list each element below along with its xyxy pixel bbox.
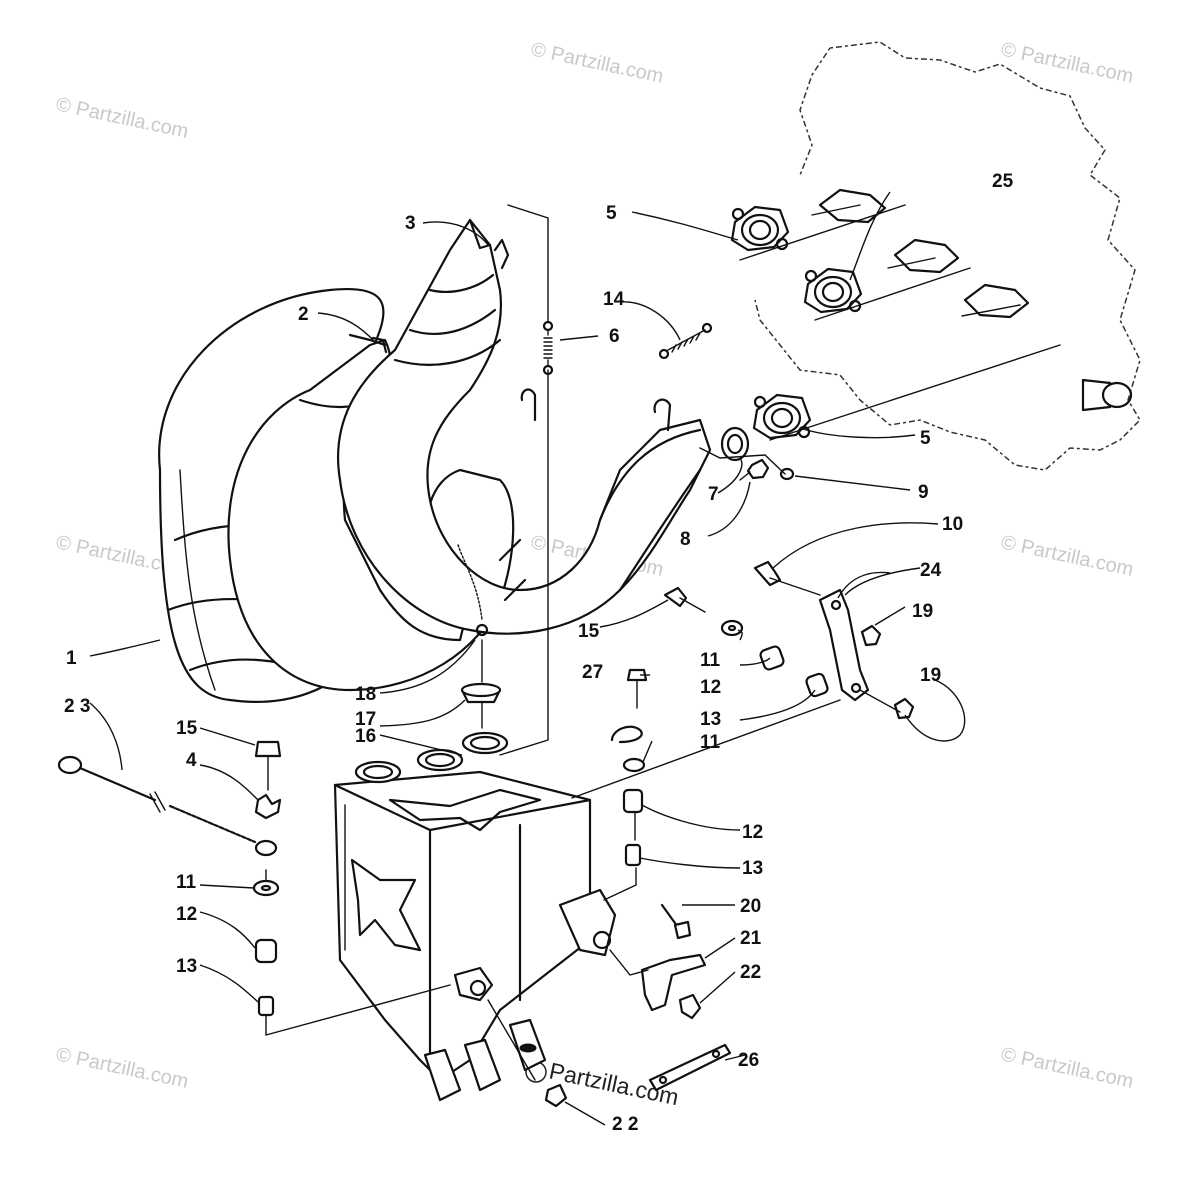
watermark: © Partzilla.com (54, 1043, 190, 1093)
callout-24: 24 (920, 560, 942, 581)
flange-middle (803, 267, 863, 314)
small-parts (460, 682, 732, 1108)
callout-11: 11 (176, 872, 197, 893)
muffler (333, 731, 617, 1102)
callout-26: 26 (738, 1050, 759, 1071)
callout-23: 2 3 (64, 696, 90, 717)
callout-19: 19 (920, 665, 941, 686)
callout-11: 11 (700, 650, 721, 671)
callout-10: 10 (942, 514, 963, 535)
ground-wire (57, 755, 278, 857)
callout-5: 5 (606, 203, 617, 224)
watermark: © Partzilla.com (999, 1043, 1135, 1093)
watermark: © Partzilla.com (999, 38, 1135, 88)
callout-7: 7 (708, 484, 719, 505)
exhaust-flanges (730, 204, 1061, 441)
callout-6: 6 (609, 326, 620, 347)
callout-4: 4 (186, 750, 197, 771)
watermark: © Partzilla.com (999, 531, 1135, 581)
callout-13: 13 (176, 956, 197, 977)
callout-11: 11 (700, 732, 721, 753)
mount-hardware (252, 586, 829, 1017)
exhaust-pipes (158, 218, 712, 703)
spring-6 (542, 320, 554, 376)
callout-14: 14 (603, 289, 625, 310)
callouts: 1 2 3 4 5 5 6 7 8 9 10 11 11 11 12 12 12… (64, 171, 1014, 1135)
callout-17: 17 (355, 709, 376, 730)
spring-14 (658, 322, 713, 360)
flange-lower (752, 393, 812, 440)
callout-3: 3 (405, 213, 416, 234)
callout-15: 15 (578, 621, 600, 642)
flange-hardware (720, 426, 795, 481)
callout-20: 20 (740, 896, 761, 917)
leader-lines (89, 191, 966, 1126)
callout-13: 13 (742, 858, 763, 879)
callout-22: 2 2 (612, 1114, 638, 1135)
callout-15: 15 (176, 718, 198, 739)
callout-9: 9 (918, 482, 929, 503)
watermark: © Partzilla.com (529, 38, 665, 88)
callout-18: 18 (355, 684, 376, 705)
callout-1: 1 (66, 648, 77, 669)
callout-5: 5 (920, 428, 931, 449)
springs (542, 320, 713, 376)
callout-12: 12 (176, 904, 197, 925)
callout-27: 27 (582, 662, 603, 683)
callout-12: 12 (700, 677, 721, 698)
flange-upper (730, 205, 790, 252)
callout-22: 22 (740, 962, 761, 983)
callout-2: 2 (298, 304, 309, 325)
callout-21: 21 (740, 928, 762, 949)
callout-8: 8 (680, 529, 691, 550)
callout-16: 16 (355, 726, 376, 747)
bracket-assembly (753, 560, 915, 720)
watermark: © Partzilla.com (54, 93, 190, 143)
callout-25: 25 (992, 171, 1014, 192)
callout-19: 19 (912, 601, 933, 622)
engine-outline (754, 41, 1141, 471)
callout-13: 13 (700, 709, 721, 730)
callout-12: 12 (742, 822, 763, 843)
